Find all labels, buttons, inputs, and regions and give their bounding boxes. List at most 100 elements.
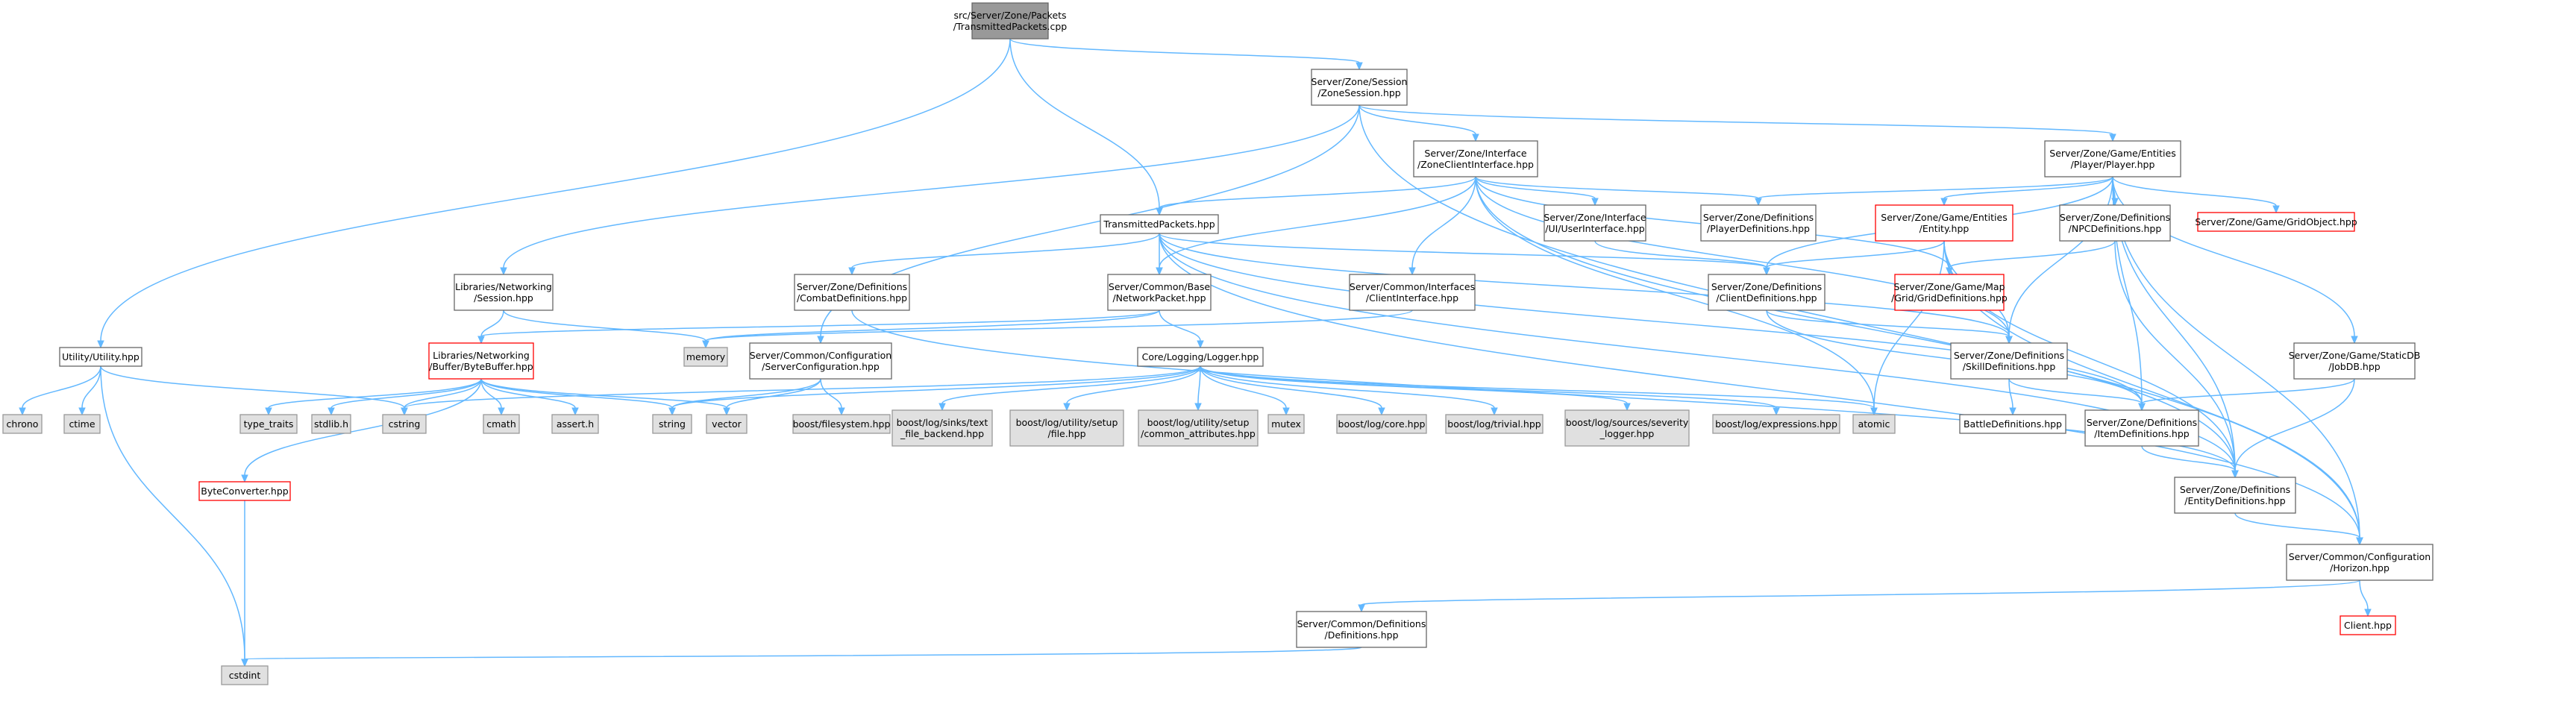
node-boostfs[interactable]: boost/filesystem.hpp (792, 414, 891, 434)
edge-line (2359, 579, 2369, 610)
edge-line (1009, 38, 1360, 63)
node-entityhpp[interactable]: Server/Zone/Game/Entities/Entity.hpp (1875, 204, 2014, 242)
node-clientiface[interactable]: Server/Common/Interfaces/ClientInterface… (1349, 274, 1476, 311)
node-player[interactable]: Server/Zone/Game/Entities/Player/Player.… (2044, 140, 2181, 177)
node-clienthpp[interactable]: Client.hpp (2340, 615, 2396, 635)
edge-arrowhead (1870, 407, 1878, 416)
node-box (1138, 409, 1259, 447)
node-asserth[interactable]: assert.h (551, 414, 599, 434)
node-chrono[interactable]: chrono (2, 414, 43, 434)
node-logcore[interactable]: boost/log/core.hpp (1336, 414, 1427, 434)
node-gridobject[interactable]: Server/Zone/Game/GridObject.hpp (2195, 212, 2357, 232)
node-setupcommon[interactable]: boost/log/utility/setup/common_attribute… (1138, 409, 1259, 447)
edge-line (1200, 365, 1382, 409)
edge-bytebuffer-to-vector (480, 378, 730, 416)
node-combatdefs[interactable]: Server/Zone/Definitions/CombatDefinition… (794, 274, 910, 311)
node-skilldefs[interactable]: Server/Zone/Definitions/SkillDefinitions… (1950, 342, 2068, 380)
node-byteconverter[interactable]: ByteConverter.hpp (198, 481, 291, 501)
edge-player-to-entityhpp (1940, 176, 2113, 207)
node-box (2174, 477, 2296, 514)
node-npcdefs[interactable]: Server/Zone/Definitions/NPCDefinitions.h… (2059, 204, 2171, 242)
node-bytebuffer[interactable]: Libraries/Networking/Buffer/ByteBuffer.h… (428, 342, 534, 380)
node-vector[interactable]: vector (706, 414, 748, 434)
node-logger[interactable]: Core/Logging/Logger.hpp (1137, 347, 1264, 367)
node-cmath[interactable]: cmath (483, 414, 520, 434)
edge-line (1159, 309, 1201, 342)
node-root[interactable]: src/Server/Zone/Packets/TransmittedPacke… (953, 2, 1068, 40)
node-box (1107, 274, 1212, 311)
edge-logger-to-string (668, 365, 1201, 416)
node-label: Server/Zone/Definitions (1703, 212, 1814, 223)
node-libsession[interactable]: Libraries/Networking/Session.hpp (454, 274, 554, 311)
node-setupfile[interactable]: boost/log/utility/setup/file.hpp (1009, 409, 1124, 447)
node-cstdint[interactable]: cstdint (221, 665, 269, 685)
node-mutex[interactable]: mutex (1267, 414, 1305, 434)
node-label: /SkillDefinitions.hpp (1963, 361, 2056, 372)
node-memory[interactable]: memory (683, 347, 728, 367)
edge-entitydefs-to-horizon (2234, 512, 2363, 546)
node-label: stdlib.h (314, 418, 348, 430)
edge-player-to-skilldefs (2005, 176, 2113, 345)
node-label: vector (712, 418, 742, 430)
node-type_traits[interactable]: type_traits (239, 414, 298, 434)
node-sinkstext[interactable]: boost/log/sinks/text_file_backend.hpp (891, 409, 993, 447)
edge-arrowhead (2351, 336, 2358, 345)
edge-arrowhead (500, 267, 507, 276)
node-box (706, 414, 748, 434)
node-box (1137, 347, 1264, 367)
node-box (382, 414, 427, 434)
node-box (198, 481, 291, 501)
node-playerdefs[interactable]: Server/Zone/Definitions/PlayerDefinition… (1700, 204, 1817, 242)
nodes-layer: src/Server/Zone/Packets/TransmittedPacke… (2, 2, 2434, 685)
node-label: /ClientDefinitions.hpp (1716, 292, 1817, 304)
node-griddefs[interactable]: Server/Zone/Game/Map/Grid/GridDefinition… (1891, 274, 2008, 311)
node-transmittedhpp[interactable]: TransmittedPackets.hpp (1100, 214, 1219, 234)
node-stdlib[interactable]: stdlib.h (311, 414, 351, 434)
node-label: _file_backend.hpp (900, 428, 984, 439)
edge-line (503, 104, 1360, 268)
node-expressions[interactable]: boost/log/expressions.hpp (1712, 414, 1840, 434)
node-label: /ZoneClientInterface.hpp (1417, 159, 1534, 170)
edge-zoneclient-to-clientiface (1408, 176, 1476, 276)
node-label: cstring (389, 418, 421, 430)
node-commondefs[interactable]: Server/Common/Definitions/Definitions.hp… (1296, 611, 1427, 648)
node-entitydefs[interactable]: Server/Zone/Definitions/EntityDefinition… (2174, 477, 2296, 514)
node-zonesession[interactable]: Server/Zone/Session/ZoneSession.hpp (1311, 69, 1408, 106)
node-atomic[interactable]: atomic (1852, 414, 1896, 434)
node-label: Server/Zone/Game/Entities (2049, 148, 2175, 159)
node-box (1296, 611, 1427, 648)
edge-line (1758, 176, 2113, 199)
edge-arrowhead (401, 407, 408, 416)
edge-line (1159, 233, 2143, 404)
node-label: Libraries/Networking (455, 281, 552, 292)
edge-arrowhead (241, 659, 248, 667)
node-string[interactable]: string (652, 414, 692, 434)
node-itemdefs[interactable]: Server/Zone/Definitions/ItemDefinitions.… (2084, 409, 2199, 447)
node-label: cstdint (229, 670, 261, 681)
edge-line (1197, 365, 1201, 404)
node-battledefs[interactable]: BattleDefinitions.hpp (1959, 414, 2066, 434)
node-ctime[interactable]: ctime (63, 414, 101, 434)
node-label: /ZoneSession.hpp (1317, 87, 1401, 98)
node-logtrivial[interactable]: boost/log/trivial.hpp (1445, 414, 1544, 434)
node-cstring[interactable]: cstring (382, 414, 427, 434)
node-horizon[interactable]: Server/Common/Configuration/Horizon.hpp (2286, 544, 2434, 581)
node-severity[interactable]: boost/log/sources/severity_logger.hpp (1564, 409, 1690, 447)
node-jobdb[interactable]: Server/Zone/Game/StaticDB/JobDB.hpp (2289, 342, 2421, 380)
node-box (2059, 204, 2171, 242)
node-box (311, 414, 351, 434)
edge-root-to-utility (97, 38, 1011, 349)
edge-line (1159, 233, 1767, 268)
node-utility[interactable]: Utility/Utility.hpp (59, 347, 142, 367)
node-label: /Entity.hpp (1920, 223, 1969, 234)
node-label: Server/Zone/Definitions (1954, 350, 2064, 361)
node-box (749, 342, 892, 380)
node-clientdefs[interactable]: Server/Zone/Definitions/ClientDefinition… (1708, 274, 1826, 311)
node-serverconfig[interactable]: Server/Common/Configuration/ServerConfig… (749, 342, 892, 380)
node-zoneclient[interactable]: Server/Zone/Interface/ZoneClientInterfac… (1413, 140, 1538, 177)
node-label: /file.hpp (1047, 428, 1085, 439)
node-networkpacket[interactable]: Server/Common/Base/NetworkPacket.hpp (1107, 274, 1212, 311)
node-box (1267, 414, 1305, 434)
node-uiiface[interactable]: Server/Zone/Interface/UI/UserInterface.h… (1544, 204, 1646, 242)
node-label: _logger.hpp (1599, 428, 1655, 439)
